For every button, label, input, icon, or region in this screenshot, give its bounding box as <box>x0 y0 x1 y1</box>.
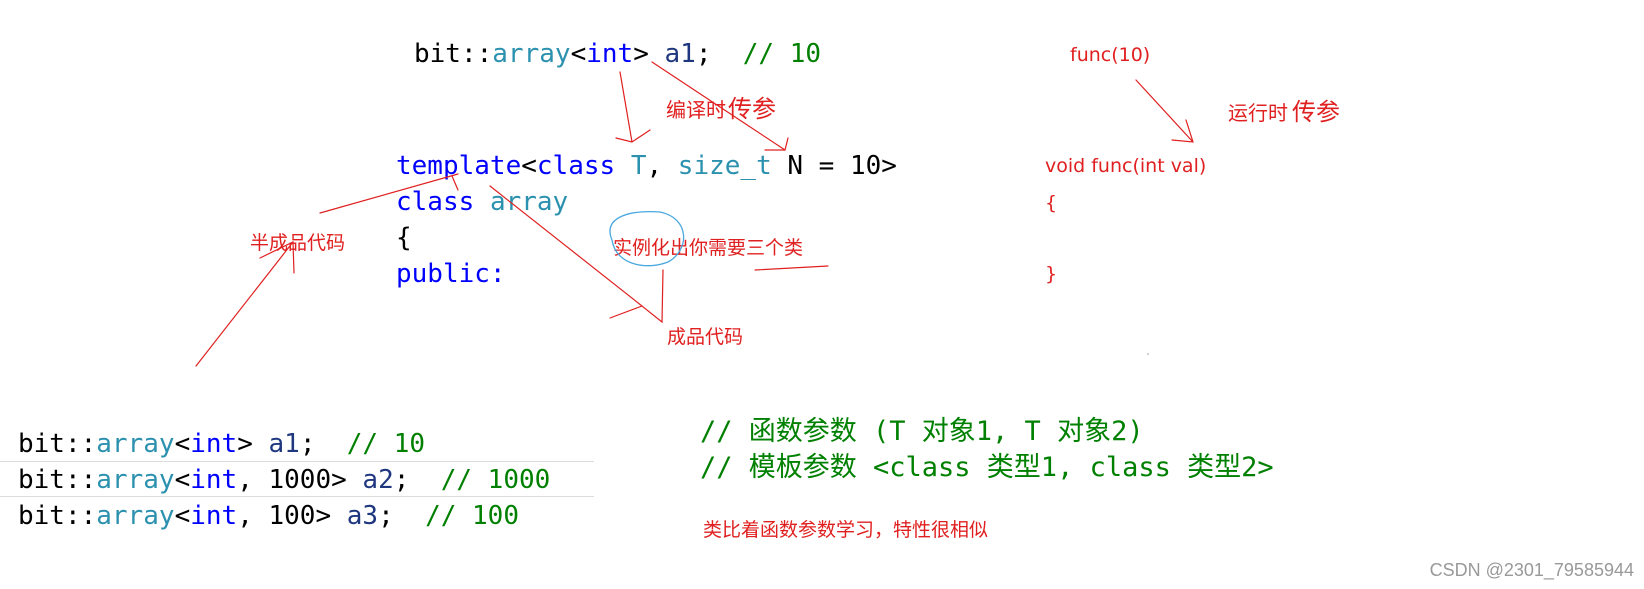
code-line: bit::array<int, 100> a3; // 100 <box>18 498 550 534</box>
class-name-token: array <box>96 501 175 531</box>
angle-close: > <box>881 151 897 181</box>
arrow-semi-finished-to-template <box>319 173 459 214</box>
brace-line: { <box>396 223 412 253</box>
watermark: CSDN @2301_79585944 <box>1429 560 1634 580</box>
class-name-token: array <box>492 39 571 69</box>
func-signature: void func(int val) <box>1045 155 1207 177</box>
array-type: array <box>489 187 569 217</box>
public-line: public: <box>396 259 506 289</box>
semicolon: ; <box>378 501 394 531</box>
class-decl-line: class array <box>396 184 897 220</box>
func-close-brace: } <box>1045 263 1058 285</box>
template-params-comment: // 模板参数 <class 类型1, class 类型2> <box>700 452 1274 483</box>
size-arg: , 1000 <box>237 465 332 495</box>
class-keyword: class <box>396 187 475 217</box>
arrow-template-to-finished <box>489 185 664 324</box>
template-line: template<class T, size_t N = 10> <box>396 148 897 184</box>
nontype-param-N: N = 10 <box>787 151 882 181</box>
stray-dot <box>1147 353 1149 355</box>
pass-param-label: 传参 <box>1292 98 1340 126</box>
angle-open: < <box>174 465 191 495</box>
type-param-T: T <box>630 151 647 181</box>
row-divider <box>0 496 594 497</box>
function-params-comment: // 函数参数 (T 对象1, T 对象2) <box>700 416 1144 447</box>
size-t-type: size_t <box>677 151 772 181</box>
semicolon: ; <box>393 465 410 495</box>
code-comment: // 10 <box>742 39 822 69</box>
finished-code-note: 成品代码 <box>667 326 744 348</box>
code-comment: // 100 <box>425 501 519 531</box>
compile-time-label: 编译时 <box>666 98 726 122</box>
class-keyword: class <box>536 151 616 181</box>
angle-close: > <box>331 465 347 495</box>
size-arg: , 100 <box>237 501 316 531</box>
code-comment: // 10 <box>346 429 426 459</box>
runtime-label: 运行时 <box>1228 101 1288 125</box>
analogy-note: 类比着函数参数学习，特性很相似 <box>703 519 989 541</box>
func-open-brace: { <box>1045 192 1058 214</box>
int-keyword: int <box>586 39 634 69</box>
template-keyword: template <box>396 151 522 181</box>
comma: , <box>646 151 663 181</box>
class-name-token: array <box>96 429 175 459</box>
instantiate-note: 实例化出你需要三个类 <box>613 237 804 259</box>
namespace-token: bit:: <box>18 465 97 495</box>
semicolon: ; <box>695 39 712 69</box>
namespace-token: bit:: <box>414 39 493 69</box>
code-line: bit::array<int, 1000> a2; // 1000 <box>18 462 550 498</box>
arrow-int-to-T <box>615 71 651 143</box>
variable-token: a3 <box>346 501 379 531</box>
code-line: bit::array<int> a1; // 10 <box>18 426 550 462</box>
template-block: template<class T, size_t N = 10>class ar… <box>396 148 897 292</box>
int-keyword: int <box>190 465 238 495</box>
arrow-bottom-to-semi-finished <box>195 241 295 367</box>
angle-close: > <box>237 429 253 459</box>
runtime-note: 运行时传参 <box>1228 92 1340 127</box>
pass-param-label: 传参 <box>728 95 776 123</box>
int-keyword: int <box>190 501 238 531</box>
angle-close: > <box>633 39 649 69</box>
int-keyword: int <box>190 429 238 459</box>
top-code-line: bit::array<int> a1; // 10 <box>414 36 821 72</box>
semicolon: ; <box>299 429 316 459</box>
namespace-token: bit:: <box>18 501 97 531</box>
angle-open: < <box>174 501 191 531</box>
compile-time-note: 编译时传参 <box>666 89 776 124</box>
angle-open: < <box>570 39 587 69</box>
variable-token: a1 <box>664 39 696 69</box>
arrow-a1-to-N <box>651 61 789 151</box>
func-call: func(10) <box>1070 44 1151 66</box>
angle-open: < <box>174 429 191 459</box>
circle-mark <box>609 211 685 267</box>
underline-mark <box>754 265 829 271</box>
variable-token: a1 <box>268 429 300 459</box>
row-divider <box>0 461 594 462</box>
semi-finished-note: 半成品代码 <box>250 232 346 254</box>
arrow-runtime <box>1135 79 1194 143</box>
namespace-token: bit:: <box>18 429 97 459</box>
class-name-token: array <box>96 465 175 495</box>
angle-open: < <box>521 151 537 181</box>
code-comment: // 1000 <box>440 465 551 495</box>
angle-close: > <box>315 501 332 531</box>
variable-token: a2 <box>362 465 394 495</box>
